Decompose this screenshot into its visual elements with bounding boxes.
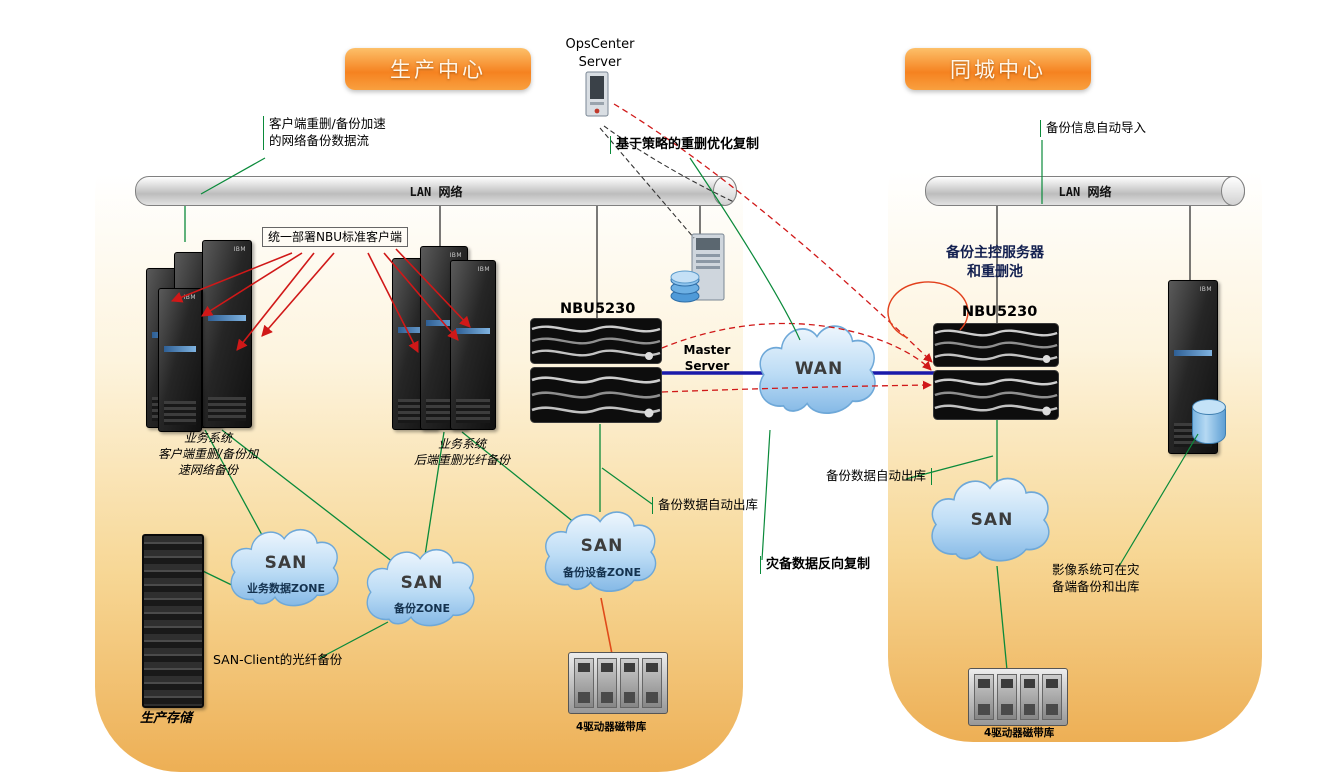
city-center-title: 同城中心	[905, 48, 1091, 90]
image-system-note: 影像系统可在灾 备端备份和出库	[1052, 562, 1140, 594]
ibm-logo: IBM	[1199, 286, 1212, 293]
server-tower-icon: IBM	[450, 260, 496, 430]
business-group2-note: 业务系统 后端重删光纤备份	[413, 437, 510, 468]
business-group1-note: 业务系统 客户端重删/备份加 速网络备份	[157, 431, 259, 478]
wan-label: WAN	[794, 359, 844, 379]
san-cloud-right: SAN	[922, 468, 1062, 572]
tape-drive-slot	[574, 658, 594, 708]
master-server-icon	[670, 233, 725, 303]
ibm-logo: IBM	[233, 246, 246, 253]
tape-drive-slot	[1042, 674, 1062, 720]
auto-out-note-right: 备份数据自动出库	[826, 468, 933, 485]
database-cylinder-icon	[1192, 399, 1226, 444]
tape-drive-slot	[996, 674, 1017, 720]
production-storage-label: 生产存储	[140, 711, 193, 726]
nbu5230-label-left: NBU5230	[560, 301, 636, 317]
san-cloud-business-zone: SAN 业务数据ZONE	[222, 520, 350, 616]
policy-replication-note: 基于策略的重删优化复制	[610, 136, 759, 154]
tape-library-icon-left	[568, 652, 668, 714]
server-tower-icon: IBM	[158, 288, 202, 432]
lan-pipe-right: LAN 网络	[925, 176, 1245, 206]
master-server-label: Master Server	[683, 343, 731, 374]
nbu5230-appliance-left	[530, 318, 662, 423]
cloud-icon	[931, 477, 1050, 562]
san-label: SAN	[970, 509, 1014, 530]
backup-master-note: 备份主控服务器 和重删池	[946, 245, 1044, 280]
tape-drive-slot	[642, 658, 662, 708]
appliance-unit-icon	[933, 323, 1059, 367]
san-cloud-backup-zone: SAN 备份ZONE	[358, 540, 486, 636]
tape-drive-slot	[1019, 674, 1040, 720]
tape-library-icon-right	[968, 668, 1068, 726]
san-zone-label: 业务数据ZONE	[246, 581, 326, 595]
production-storage-rack-icon	[142, 534, 204, 708]
ibm-logo: IBM	[449, 252, 462, 259]
appliance-unit-icon	[530, 318, 662, 364]
tape-drive-slot	[596, 658, 617, 708]
nbu-client-deploy-note: 统一部署NBU标准客户端	[262, 227, 408, 248]
lan-pipe-left: LAN 网络	[135, 176, 737, 206]
san-cloud-backup-device-zone: SAN 备份设备ZONE	[536, 502, 668, 602]
production-center-title: 生产中心	[345, 48, 531, 90]
tape-library-label-right: 4驱动器磁带库	[984, 727, 1055, 739]
tape-drive-slot	[974, 674, 994, 720]
nbu5230-appliance-right	[933, 323, 1059, 420]
opscenter-label: OpsCenter Server	[565, 37, 635, 70]
san-client-note: SAN-Client的光纤备份	[213, 652, 343, 667]
san-label: SAN	[400, 572, 444, 593]
tape-drive-slot	[619, 658, 640, 708]
ibm-logo: IBM	[477, 266, 490, 273]
tape-library-label-left: 4驱动器磁带库	[576, 721, 647, 733]
san-label: SAN	[264, 552, 308, 573]
cloud-icon	[366, 549, 475, 627]
server-tower-icon: IBM	[202, 240, 252, 428]
backup-import-note: 备份信息自动导入	[1040, 120, 1146, 137]
appliance-unit-icon	[933, 370, 1059, 420]
nbu5230-label-right: NBU5230	[962, 304, 1038, 320]
dr-reverse-note: 灾备数据反向复制	[760, 556, 870, 574]
client-dedup-flow-note: 客户端重删/备份加速 的网络备份数据流	[263, 116, 421, 150]
ibm-logo: IBM	[183, 294, 196, 301]
lan-label-left: LAN 网络	[409, 184, 463, 199]
san-zone-label: 备份ZONE	[393, 601, 451, 615]
lan-label-right: LAN 网络	[1058, 184, 1112, 199]
wan-cloud: WAN	[750, 315, 888, 425]
appliance-unit-icon	[530, 367, 662, 423]
auto-out-note-left: 备份数据自动出库	[652, 497, 758, 514]
opscenter-server-icon	[585, 71, 609, 117]
san-zone-label: 备份设备ZONE	[562, 566, 642, 579]
san-label: SAN	[580, 536, 624, 556]
